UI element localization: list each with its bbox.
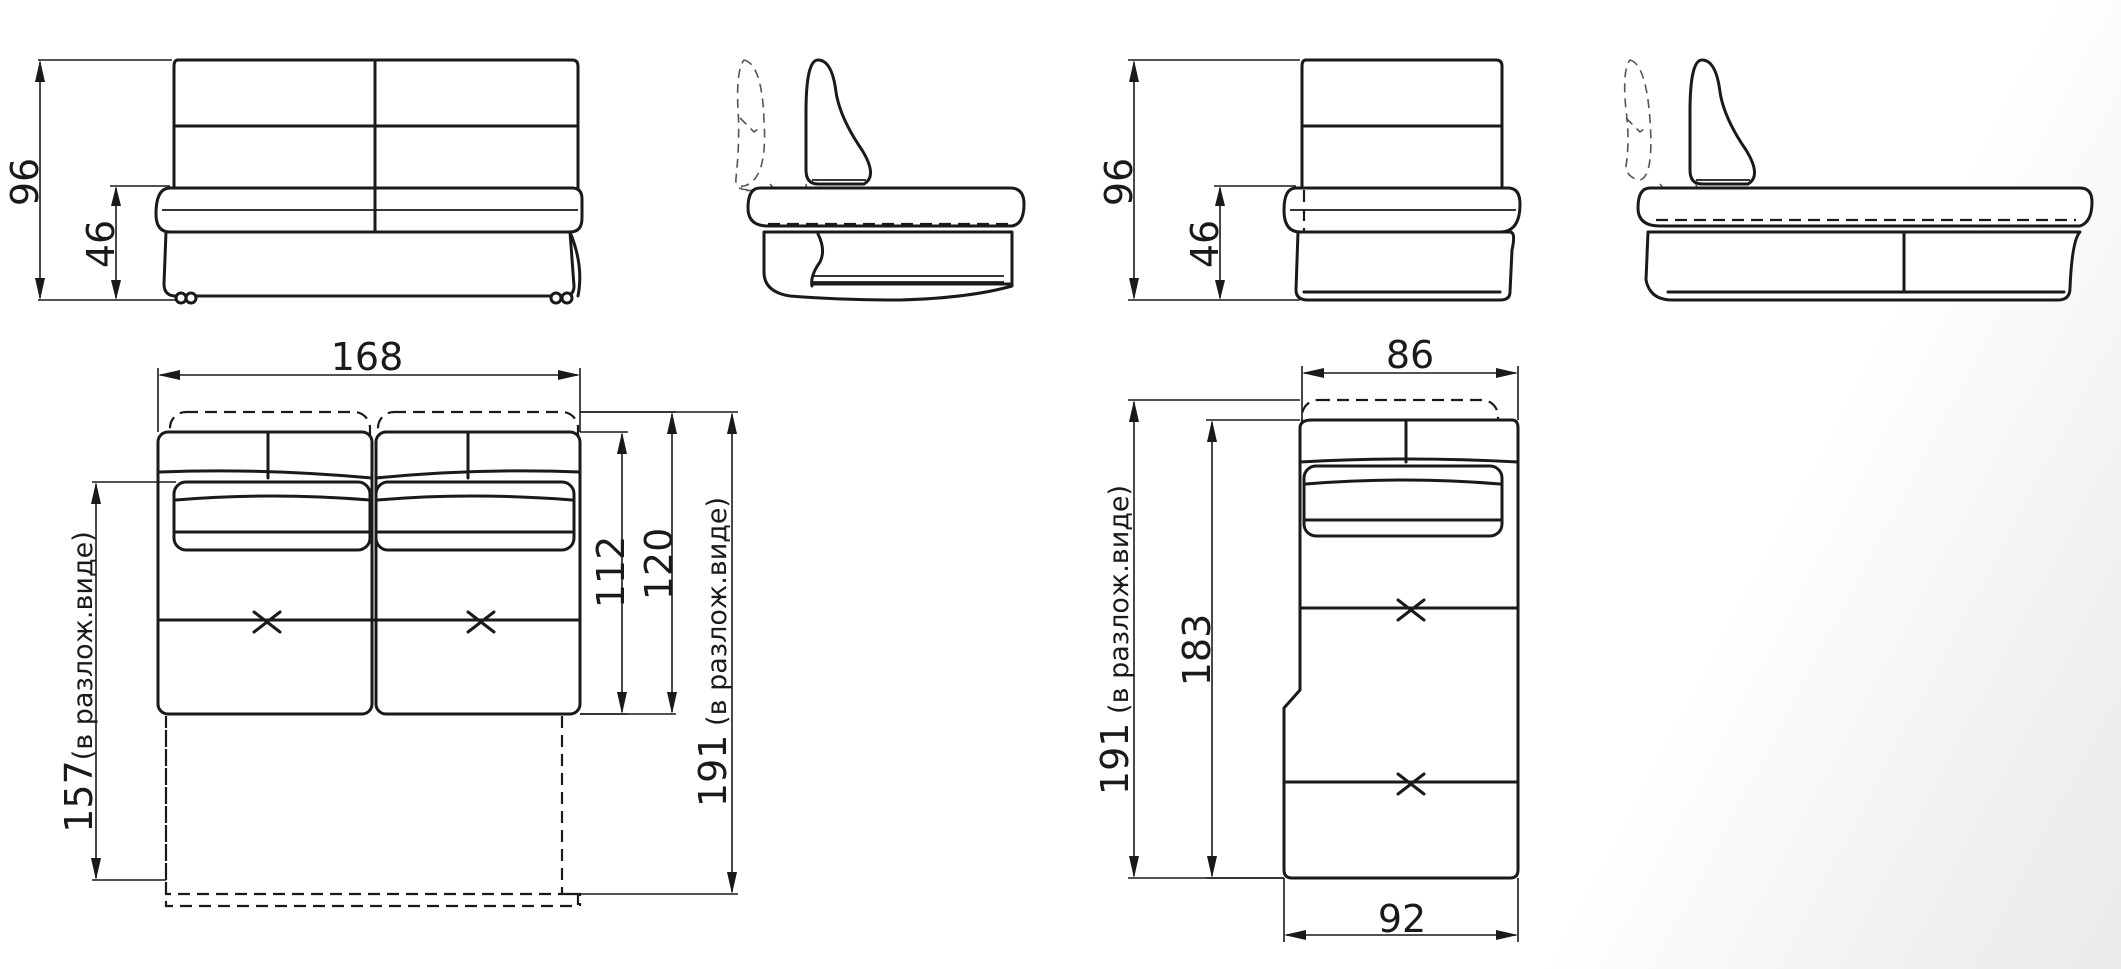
sofa-top-backrest-left	[172, 480, 372, 552]
sofa-depth-dimension: 112	[580, 431, 633, 715]
sofa-unfolded-label-group: 157(в разлож.виде)	[57, 531, 101, 833]
corner-total-dimension: 191 (в разлож.виде)	[1093, 399, 1300, 879]
sofa-unfolded-dimension: 157(в разлож.виде)	[57, 481, 176, 881]
sofa-top-unfolded-outline	[164, 716, 582, 908]
corner-side-backrest	[1688, 58, 1756, 186]
sofa-side-seat	[746, 186, 1026, 228]
sofa-depth-with-back-label: 120	[637, 528, 681, 601]
sofa-width-label: 168	[331, 335, 404, 379]
sofa-leg-right-2	[560, 291, 574, 305]
sofa-depth-label: 112	[589, 536, 633, 609]
sofa-depth-with-back-dimension: 120	[580, 411, 681, 715]
corner-top-width-dimension: 86	[1301, 333, 1519, 420]
corner-top-width-label: 86	[1386, 333, 1434, 377]
sofa-height-dimension: 96	[3, 59, 178, 301]
sofa-top-backrest-right	[374, 480, 576, 552]
corner-total-label-group: 191 (в разлож.виде)	[1093, 485, 1137, 795]
sofa-top-mark-right	[466, 610, 496, 634]
corner-height-label: 96	[1097, 158, 1141, 206]
corner-top-mark-lower	[1396, 772, 1426, 796]
sofa-front-view: 96 46	[3, 58, 584, 305]
corner-front-view: 96 46	[1097, 58, 1522, 302]
sofa-width-dimension: 168	[157, 335, 581, 432]
sofa-base	[162, 230, 576, 298]
sofa-total-label: 191	[691, 735, 735, 808]
corner-depth-label: 183	[1175, 614, 1219, 687]
corner-side-view	[1623, 58, 2094, 302]
sofa-leg-right	[549, 291, 563, 305]
sofa-seat-height-label: 46	[79, 220, 123, 268]
corner-base	[1294, 230, 1516, 302]
sofa-base-side-fold	[568, 230, 582, 298]
corner-seat-height-label: 46	[1183, 220, 1227, 268]
sofa-leg-left-2	[184, 291, 198, 305]
corner-seat-height-dimension: 46	[1183, 185, 1296, 300]
corner-side-seat	[1636, 186, 2094, 228]
corner-height-dimension: 96	[1097, 59, 1300, 301]
corner-top-mark-upper	[1396, 598, 1426, 622]
sofa-side-backrest-reclined	[735, 59, 766, 192]
sofa-top-view: 168 157(в разлож.виде)	[57, 335, 738, 908]
corner-side-backrest-reclined	[1623, 59, 1652, 181]
corner-total-note: (в разлож.виде)	[1104, 485, 1135, 714]
corner-top-view: 86 191 (в разлож.виде) 183	[1093, 333, 1520, 942]
sofa-total-dimension: 191 (в разлож.виде)	[580, 411, 738, 895]
corner-top-backrest	[1302, 464, 1504, 538]
corner-bottom-width-label: 92	[1378, 897, 1426, 941]
sofa-side-base	[762, 230, 1014, 302]
sofa-height-label: 96	[3, 158, 47, 206]
sofa-unfolded-label: 157	[57, 760, 101, 833]
sofa-seat-height-dimension: 46	[79, 185, 170, 300]
sofa-total-label-group: 191 (в разлож.виде)	[691, 497, 735, 807]
sofa-total-note: (в разлож.виде)	[702, 497, 733, 726]
corner-total-label: 191	[1093, 723, 1137, 796]
sofa-side-backrest	[804, 58, 872, 186]
corner-bottom-width-dimension: 92	[1283, 878, 1519, 942]
corner-side-base	[1644, 230, 2082, 302]
sofa-unfolded-note: (в разлож.виде)	[68, 531, 99, 760]
sofa-side-view	[735, 58, 1026, 302]
corner-backrest-outline	[1300, 58, 1504, 190]
corner-depth-dimension: 183	[1175, 419, 1300, 879]
sofa-top-mark-left	[252, 610, 282, 634]
